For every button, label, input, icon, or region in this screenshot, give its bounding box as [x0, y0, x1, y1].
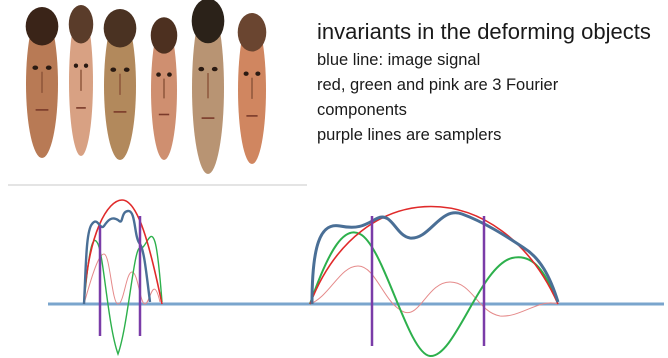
face	[150, 17, 178, 160]
green-fourier-component	[309, 231, 559, 358]
stretched-signal-group	[309, 205, 560, 358]
face	[68, 5, 94, 156]
caption-line-fourier: red, green and pink are 3 Fourier	[317, 76, 559, 94]
faces-image	[8, 0, 307, 186]
faces-illustration	[8, 0, 307, 186]
fourier-signal-diagram	[48, 199, 664, 358]
text-block: invariants in the deforming objects blue…	[317, 18, 665, 148]
compressed-signal-group	[82, 199, 163, 357]
red-fourier-component	[309, 205, 559, 305]
slide-title: invariants in the deforming objects	[317, 19, 651, 44]
face	[191, 0, 225, 174]
face	[25, 7, 59, 158]
face	[103, 9, 137, 160]
caption-line-components: components	[317, 101, 407, 119]
red-fourier-component	[83, 199, 163, 305]
blue-image-signal	[310, 211, 560, 305]
caption-line-blue: blue line: image signal	[317, 51, 481, 69]
pink-fourier-component	[83, 253, 161, 305]
face	[237, 13, 267, 164]
green-fourier-component	[83, 235, 163, 357]
caption-line-samplers: purple lines are samplers	[317, 126, 502, 144]
pink-fourier-component	[309, 265, 559, 317]
